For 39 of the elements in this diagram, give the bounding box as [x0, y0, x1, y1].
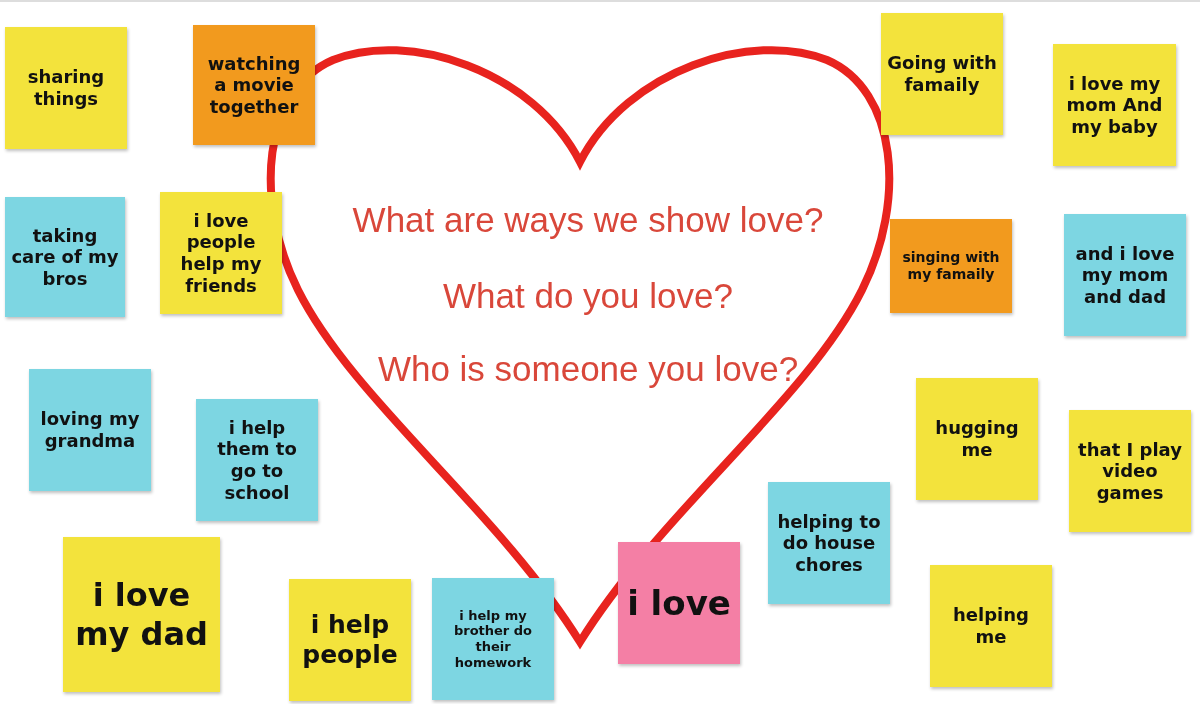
note-text: that I play video games — [1077, 438, 1183, 504]
note-text: i help my brother do their homework — [452, 607, 534, 671]
note-text: helping me — [952, 604, 1030, 648]
sticky-note — [5, 197, 125, 317]
sticky-note — [193, 25, 315, 145]
sticky-note — [890, 219, 1012, 313]
note-text: i love people help my friends — [179, 209, 263, 297]
sticky-note — [196, 399, 318, 521]
sticky-note — [881, 13, 1003, 135]
sticky-note — [29, 369, 151, 491]
sticky-note — [5, 27, 127, 149]
note-text: i love my dad — [74, 576, 209, 653]
note-text: i help them to go to school — [216, 416, 298, 504]
sticky-note — [618, 542, 740, 664]
sticky-note — [63, 537, 220, 692]
note-text: i love my mom And my baby — [1065, 72, 1164, 138]
sticky-note — [930, 565, 1052, 687]
question-text: What are ways we show love? — [351, 200, 825, 240]
sticky-note — [1053, 44, 1176, 166]
note-text: and i love my mom and dad — [1074, 242, 1176, 308]
note-text: helping to do house chores — [776, 510, 882, 576]
sticky-note — [289, 579, 411, 701]
note-text: taking care of my bros — [11, 224, 119, 290]
sticky-note — [160, 192, 282, 314]
sticky-note — [432, 578, 554, 700]
question-text: Who is someone you love? — [376, 349, 800, 389]
sticky-note — [768, 482, 890, 604]
note-text: i love — [627, 582, 731, 624]
note-text: i help people — [301, 610, 399, 670]
note-text: sharing things — [26, 66, 106, 110]
note-text: Going with famaily — [887, 52, 997, 96]
note-text: watching a movie together — [206, 52, 302, 118]
question-text: What do you love? — [442, 276, 734, 316]
sticky-note — [916, 378, 1038, 500]
note-text: singing with my famaily — [901, 249, 1001, 283]
note-text: hugging me — [934, 417, 1020, 461]
note-text: loving my grandma — [39, 408, 141, 452]
sticky-note — [1069, 410, 1191, 532]
sticky-note — [1064, 214, 1186, 336]
